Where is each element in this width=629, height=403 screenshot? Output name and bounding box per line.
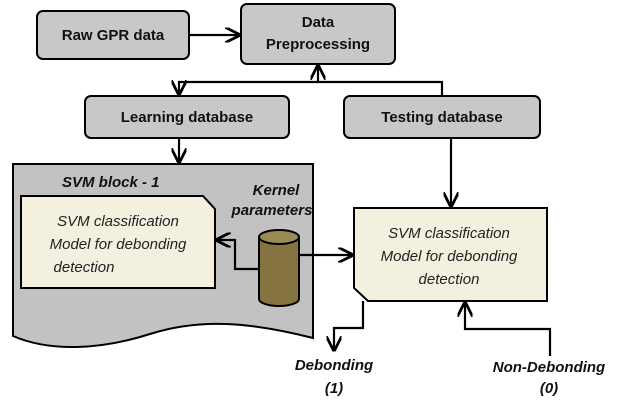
arrow-nondebonding-to-model xyxy=(465,303,552,356)
arrow-cylinder-to-left-model xyxy=(217,240,259,271)
model-left-line2: Model for debonding xyxy=(50,236,187,253)
debonding-label-line1: Debonding xyxy=(295,357,373,374)
kernel-label-line2: parameters xyxy=(231,202,313,219)
non-debonding-label-line2: (0) xyxy=(540,380,558,397)
preprocessing-node: Data Preprocessing xyxy=(240,3,396,65)
preprocessing-label-line2: Preprocessing xyxy=(266,36,370,53)
svm-block-title: SVM block - 1 xyxy=(62,174,160,191)
non-debonding-label-line1: Non-Debonding xyxy=(493,359,605,376)
output-non-debonding: Non-Debonding (0) xyxy=(493,359,605,397)
model-right-line3: detection xyxy=(419,271,480,288)
kernel-label-group: Kernel parameters xyxy=(231,182,313,219)
model-right-node: SVM classification Model for debonding d… xyxy=(353,207,548,302)
raw-gpr-label: Raw GPR data xyxy=(62,27,165,44)
learning-db-node: Learning database xyxy=(84,95,290,139)
arrow-split-to-learning-db xyxy=(179,82,444,96)
preprocessing-label-line1: Data xyxy=(302,14,335,31)
testing-db-node: Testing database xyxy=(343,95,541,139)
kernel-label-line1: Kernel xyxy=(253,182,301,199)
arrow-model-to-debonding xyxy=(334,301,365,350)
debonding-label-line2: (1) xyxy=(325,380,343,397)
model-right-line1: SVM classification xyxy=(388,225,510,242)
raw-gpr-node: Raw GPR data xyxy=(36,10,190,60)
model-right-line2: Model for debonding xyxy=(381,248,518,265)
model-left-node: SVM classification Model for debonding d… xyxy=(20,195,216,289)
testing-db-label: Testing database xyxy=(381,109,502,126)
model-left-line3: detection xyxy=(54,259,115,276)
model-left-line1: SVM classification xyxy=(57,213,179,230)
connectors xyxy=(179,35,552,356)
output-debonding: Debonding (1) xyxy=(295,357,373,397)
kernel-cylinder-icon xyxy=(258,229,300,307)
learning-db-label: Learning database xyxy=(121,109,254,126)
